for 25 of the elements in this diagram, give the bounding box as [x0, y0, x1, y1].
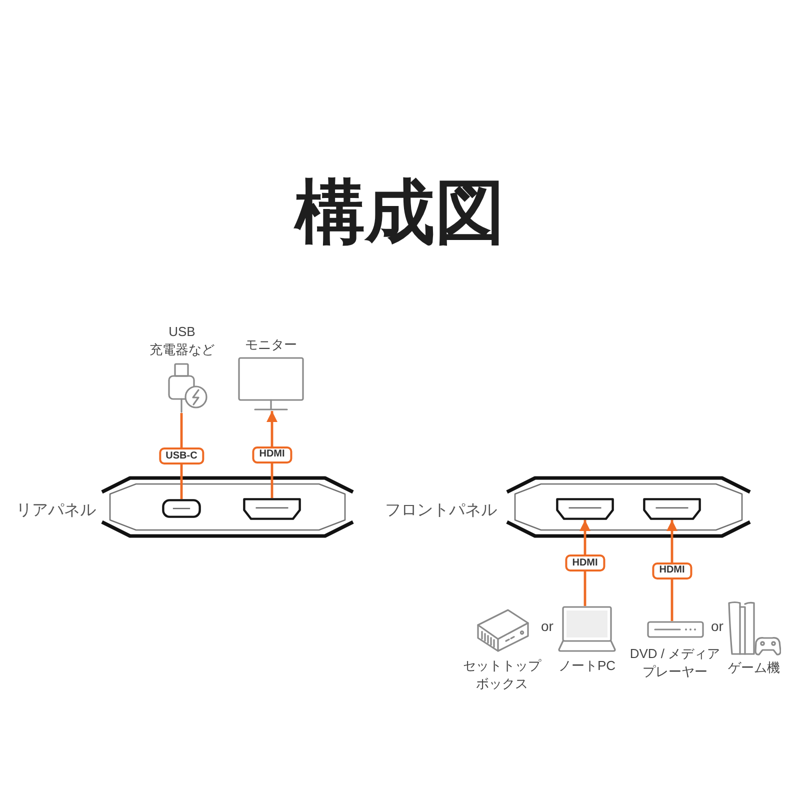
- separator-text: or: [711, 617, 724, 635]
- monitor-icon: [238, 357, 304, 411]
- diagram-title: 構成図: [295, 172, 505, 252]
- edge-label: HDMI: [565, 554, 605, 572]
- laptop-icon: [558, 606, 616, 652]
- device-caption: DVD / メディアプレーヤー: [628, 645, 722, 681]
- device-caption: USB 充電器など: [148, 323, 216, 359]
- media-player-icon: [647, 621, 704, 638]
- panel-label: フロントパネル: [385, 501, 497, 521]
- charger-plug-icon: [165, 363, 209, 413]
- hdmi-port: [243, 498, 301, 520]
- set-top-box-icon: [476, 608, 530, 652]
- separator-text: or: [541, 617, 554, 635]
- edge-label: USB-C: [158, 448, 204, 464]
- hdmi-port: [643, 498, 701, 520]
- game-console-icon: [727, 601, 781, 656]
- usb-c-port: [162, 499, 201, 518]
- panel-label: リアパネル: [16, 501, 96, 521]
- device-caption: セットトップボックス: [462, 657, 542, 693]
- device-caption: ゲーム機: [728, 659, 780, 677]
- hdmi-port: [556, 498, 614, 520]
- edge-label: HDMI: [652, 562, 692, 579]
- edge-label: HDMI: [252, 446, 292, 463]
- device-caption: ノートPC: [558, 657, 616, 675]
- device-caption: モニター: [245, 336, 297, 354]
